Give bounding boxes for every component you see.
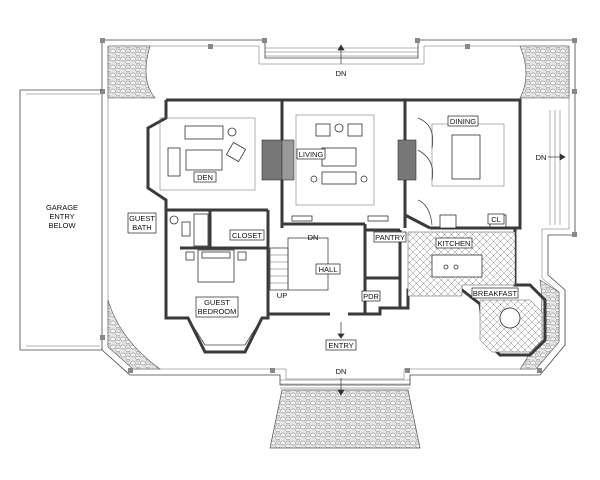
svg-text:DN: DN	[536, 153, 547, 162]
svg-text:DN: DN	[308, 233, 319, 242]
room-label-kitchen: KITCHEN	[435, 237, 473, 249]
stair-label-up: UP	[277, 291, 287, 300]
svg-text:PANTRY: PANTRY	[375, 233, 405, 242]
svg-text:CL: CL	[491, 215, 501, 224]
svg-text:ENTRY: ENTRY	[328, 341, 353, 350]
dining-furniture	[417, 117, 505, 226]
room-label-cl: CL	[487, 213, 505, 225]
svg-text:GARAGE: GARAGE	[46, 203, 78, 212]
svg-text:DEN: DEN	[197, 173, 213, 182]
room-label-hall: HALL	[315, 263, 341, 275]
guest-bath-fixtures	[169, 213, 209, 247]
stair-label-dn-right: DN	[536, 153, 547, 162]
room-label-pantry: PANTRY	[373, 231, 407, 243]
svg-text:BELOW: BELOW	[48, 221, 76, 230]
svg-text:GUEST: GUEST	[204, 298, 230, 307]
wraparound-porch	[100, 38, 577, 449]
room-label-guest-bath: GUEST BATH	[127, 212, 157, 234]
fireplace-dining	[397, 139, 417, 181]
porch-columns	[100, 38, 577, 373]
room-label-guest-bedroom: GUEST BEDROOM	[195, 296, 239, 318]
room-label-living: LIVING	[296, 148, 326, 160]
stone-paving-top-right	[519, 45, 570, 99]
room-label-den: DEN	[193, 171, 217, 183]
svg-text:DN: DN	[336, 367, 347, 376]
stair-label-dn-hall: DN	[308, 233, 319, 242]
svg-text:BREAKFAST: BREAKFAST	[473, 289, 518, 298]
svg-text:DINING: DINING	[450, 117, 476, 126]
guest-bedroom-furniture	[185, 249, 263, 346]
room-label-closet: CLOSET	[229, 229, 265, 241]
svg-text:GUEST: GUEST	[129, 214, 155, 223]
svg-text:DN: DN	[336, 69, 347, 78]
stair-label-dn-bottom: DN	[336, 367, 347, 376]
area-label-garage-entry-below: GARAGE ENTRY BELOW	[46, 203, 78, 230]
svg-text:BEDROOM: BEDROOM	[198, 307, 237, 316]
fireplace-living	[281, 139, 295, 181]
garage-deck	[19, 89, 102, 351]
room-label-pdr: PDR	[361, 290, 381, 302]
room-label-dining: DINING	[447, 115, 479, 127]
living-furniture	[291, 114, 389, 222]
svg-text:KITCHEN: KITCHEN	[438, 239, 471, 248]
stair-arrows	[337, 44, 566, 396]
svg-text:CLOSET: CLOSET	[232, 231, 262, 240]
front-steps	[280, 379, 410, 389]
svg-text:HALL: HALL	[319, 265, 338, 274]
stone-paving-top-left	[107, 45, 156, 99]
den-furniture	[159, 117, 256, 191]
breakfast-floor	[479, 299, 543, 353]
svg-text:LIVING: LIVING	[299, 150, 324, 159]
stone-steps-bottom	[269, 389, 421, 449]
stone-paving-bottom-left	[107, 299, 161, 370]
room-label-breakfast: BREAKFAST	[471, 287, 519, 299]
fireplace-den	[261, 139, 283, 181]
side-steps	[549, 110, 561, 225]
svg-text:BATH: BATH	[132, 223, 151, 232]
svg-text:UP: UP	[277, 291, 287, 300]
svg-text:ENTRY: ENTRY	[49, 212, 74, 221]
room-label-entry: ENTRY	[325, 339, 357, 351]
stair-label-dn-top: DN	[336, 69, 347, 78]
svg-text:PDR: PDR	[363, 292, 379, 301]
